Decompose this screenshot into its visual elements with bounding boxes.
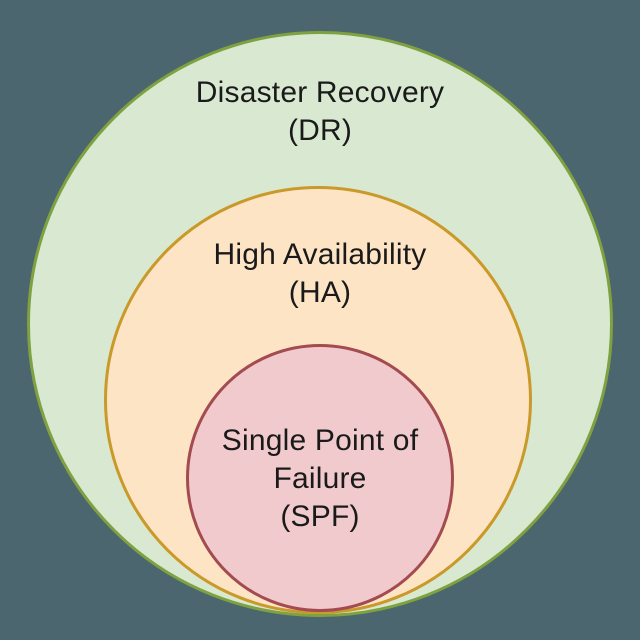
label-disaster-recovery: Disaster Recovery (DR) (0, 74, 640, 150)
label-line: (SPF) (280, 500, 360, 533)
label-line: Failure (273, 462, 367, 495)
label-high-availability: High Availability (HA) (0, 236, 640, 312)
label-single-point-of-failure: Single Point of Failure (SPF) (0, 422, 640, 536)
label-line: Disaster Recovery (195, 76, 445, 109)
label-line: (HA) (288, 276, 352, 309)
label-line: High Availability (213, 238, 427, 271)
label-line: (DR) (287, 114, 353, 147)
label-line: Single Point of (221, 424, 419, 457)
circle-single-point-of-failure (186, 344, 454, 612)
